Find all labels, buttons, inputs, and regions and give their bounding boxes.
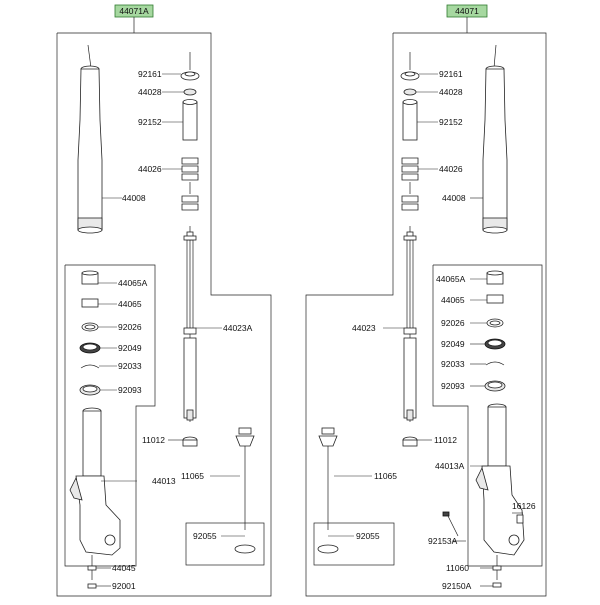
right-assembly-tag[interactable]: 44071 <box>446 4 488 33</box>
callout-label[interactable]: 44065A <box>118 278 148 288</box>
callout-label[interactable]: 92049 <box>441 339 465 349</box>
callout-label[interactable]: 92001 <box>112 581 136 591</box>
right-cartridge-11065 <box>318 427 372 520</box>
callout-label[interactable]: 92093 <box>118 385 142 395</box>
left-washer-box <box>185 522 265 566</box>
callout-label[interactable]: 16126 <box>512 501 536 511</box>
right-damper-rod <box>383 226 417 422</box>
top-cap-stack <box>162 52 200 211</box>
callout-label[interactable]: 11065 <box>181 471 204 481</box>
callout-label[interactable]: 92152 <box>439 117 463 127</box>
callout-label[interactable]: 44026 <box>138 164 162 174</box>
seal-stack <box>79 270 117 396</box>
callout-label[interactable]: 92033 <box>118 361 142 371</box>
callout-label[interactable]: 92153A <box>428 536 458 546</box>
callout-label[interactable]: 44065 <box>441 295 465 305</box>
left-inner-frame <box>64 264 156 567</box>
right-washer-box <box>313 522 395 566</box>
right-callouts: 92161 44028 92152 44026 44008 44065A 440… <box>352 69 536 591</box>
callout-label[interactable]: 92161 <box>439 69 463 79</box>
right-outer-tube <box>470 44 508 234</box>
callout-label[interactable]: 44028 <box>138 87 162 97</box>
left-assembly: 44071A <box>56 4 272 597</box>
damper-rod <box>183 226 222 422</box>
left-assembly-part-number: 44071A <box>119 6 149 16</box>
left-callouts: 92161 44028 92152 44026 44008 44023A 440… <box>112 69 253 591</box>
callout-label[interactable]: 44013 <box>152 476 176 486</box>
right-o-ring-92055 <box>317 544 339 554</box>
right-assembly-part-number: 44071 <box>455 6 479 16</box>
cartridge-11065 <box>210 427 255 520</box>
callout-label[interactable]: 44023 <box>352 323 376 333</box>
inner-tube <box>69 407 137 589</box>
left-frame <box>56 32 272 597</box>
right-assembly: 44071 <box>305 4 547 597</box>
left-assembly-tag[interactable]: 44071A <box>114 4 154 33</box>
o-ring-92055 <box>234 544 256 554</box>
right-inner-tube <box>442 403 525 588</box>
right-top-cap-stack <box>400 52 438 211</box>
spring-44026 <box>181 157 199 211</box>
callout-label[interactable]: 44028 <box>439 87 463 97</box>
callout-label[interactable]: 44065A <box>436 274 466 284</box>
callout-label[interactable]: 11012 <box>434 435 457 445</box>
callout-label[interactable]: 92033 <box>441 359 465 369</box>
right-frame <box>305 32 547 597</box>
callout-label[interactable]: 92161 <box>138 69 162 79</box>
callout-label[interactable]: 44065 <box>118 299 142 309</box>
callout-label[interactable]: 44023A <box>223 323 253 333</box>
callout-label[interactable]: 92026 <box>118 322 142 332</box>
callout-label[interactable]: 92150A <box>442 581 472 591</box>
callout-label[interactable]: 44026 <box>439 164 463 174</box>
right-inner-frame <box>432 264 543 567</box>
callout-label[interactable]: 92152 <box>138 117 162 127</box>
right-seal-stack <box>470 270 506 392</box>
callout-label[interactable]: 92055 <box>193 531 217 541</box>
callout-label[interactable]: 11065 <box>374 471 397 481</box>
callout-label[interactable]: 92049 <box>118 343 142 353</box>
callout-label[interactable]: 44008 <box>122 193 146 203</box>
callout-label[interactable]: 44045 <box>112 563 136 573</box>
callout-label[interactable]: 92055 <box>356 531 380 541</box>
callout-label[interactable]: 92093 <box>441 381 465 391</box>
outer-tube <box>77 44 122 234</box>
callout-label[interactable]: 11012 <box>142 435 165 445</box>
callout-label[interactable]: 44008 <box>442 193 466 203</box>
callout-label[interactable]: 92026 <box>441 318 465 328</box>
callout-label[interactable]: 44013A <box>435 461 465 471</box>
callout-label[interactable]: 11060 <box>446 563 469 573</box>
